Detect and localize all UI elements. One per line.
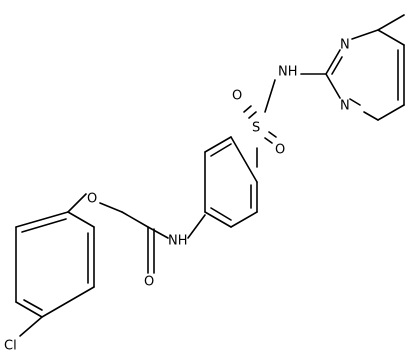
- atom-o-ether: O: [87, 192, 97, 207]
- bond-pyr-e: [377, 104, 405, 121]
- bond-aryl-o: [67, 193, 87, 213]
- bond-ring2-d: [230, 136, 258, 183]
- bond-pyr-inner-1: [331, 56, 343, 75]
- atom-s: S: [252, 121, 260, 136]
- bond-ring1-d: [15, 301, 43, 318]
- bond-ring1-f: [15, 211, 69, 228]
- bond-c-cl: [19, 316, 43, 337]
- bond-s-o-bottom-2: [268, 131, 277, 138]
- bond-s-o-left-2: [243, 105, 252, 113]
- bond-pyr-b: [351, 29, 379, 40]
- bond-s-o-bottom-1: [264, 137, 273, 144]
- bond-ring2-inner-3: [210, 143, 232, 157]
- bond-ring2-inner-1: [210, 207, 232, 221]
- bond-pyr-a: [325, 49, 341, 75]
- bond-o-ch2: [99, 202, 123, 213]
- bond-pyr-c: [377, 29, 405, 46]
- bond-ring2-b: [230, 211, 258, 228]
- bond-pyr-g: [325, 73, 341, 99]
- bond-s-o-left-1: [248, 111, 257, 119]
- atom-o-sulfonyl-bottom: O: [275, 143, 285, 158]
- atom-o-sulfonyl-left: O: [232, 89, 242, 104]
- bond-ring1-c: [41, 286, 95, 318]
- atom-nh-amide: NH: [168, 234, 188, 249]
- bond-ring2-e: [204, 136, 232, 153]
- atom-n-ring-bottom: N: [340, 99, 350, 114]
- bond-ch2-co: [121, 211, 149, 228]
- atom-cl: Cl: [4, 339, 17, 354]
- atom-n-ring-top: N: [340, 38, 350, 53]
- bond-ring1-inner-2: [21, 218, 67, 233]
- bond-co-nh: [147, 226, 169, 239]
- bond-nh-ring2: [187, 214, 206, 239]
- bond-pyr-inner-3: [349, 98, 361, 106]
- atom-nh-sulfonamide: NH: [278, 65, 298, 80]
- bond-methyl: [377, 14, 405, 31]
- bonds: [15, 14, 405, 337]
- bond-ring2-a: [204, 211, 232, 228]
- bond-s-nh: [264, 79, 276, 113]
- bond-pyr-f: [363, 111, 379, 121]
- atom-o-carbonyl: O: [144, 275, 154, 290]
- atom-labels: Cl O O NH S O O NH N N: [4, 38, 350, 354]
- bond-ring1-inner-3: [23, 299, 43, 311]
- bond-ring1-a: [67, 211, 95, 228]
